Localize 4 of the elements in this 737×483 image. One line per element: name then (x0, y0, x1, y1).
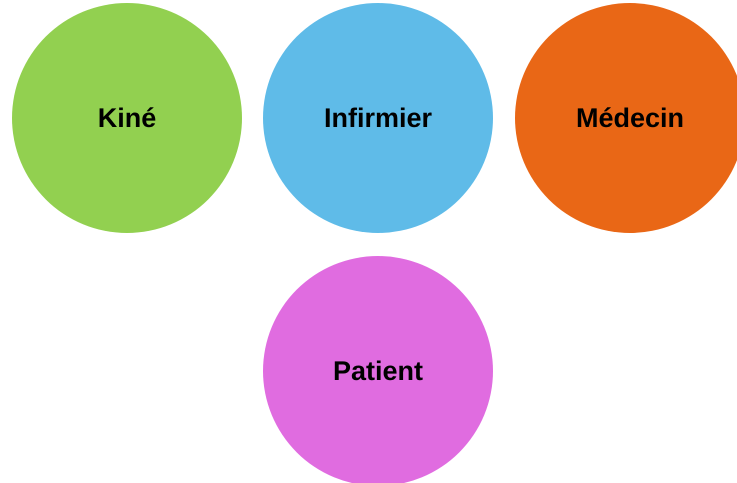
node-label: Patient (332, 354, 424, 388)
node-label: Kiné (98, 102, 156, 135)
node-label: Médecin (576, 102, 684, 135)
node-label: Infirmier (324, 102, 432, 135)
